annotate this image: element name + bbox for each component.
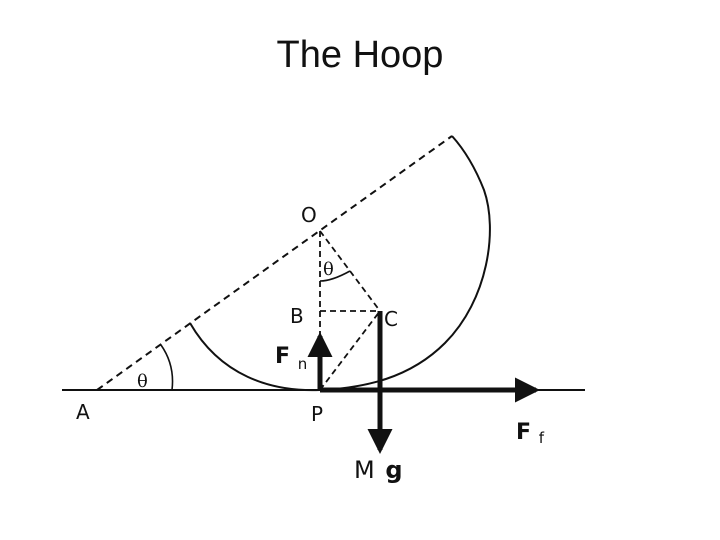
- label-a: A: [76, 400, 90, 424]
- label-normal-force: F n: [275, 344, 307, 373]
- theta-arc-top: [319, 270, 351, 282]
- label-friction-force-main: F: [516, 420, 531, 445]
- label-theta-top: θ: [323, 259, 334, 280]
- theta-arc-incline: [160, 344, 174, 391]
- slide-title: The Hoop: [276, 34, 444, 76]
- label-p: P: [311, 402, 323, 426]
- label-friction-force: F f: [516, 420, 545, 447]
- label-weight-mass: M: [354, 456, 375, 484]
- label-c: C: [384, 307, 398, 331]
- label-b: B: [290, 304, 304, 328]
- hoop-arc: [189, 135, 491, 392]
- label-friction-force-sub: f: [539, 429, 545, 447]
- label-theta-incline: θ: [137, 371, 148, 392]
- dashed-p-c-line: [319, 310, 381, 391]
- label-weight: M g: [354, 456, 403, 484]
- label-normal-force-main: F: [275, 344, 290, 369]
- label-o: O: [301, 203, 317, 227]
- incline-dashed-line: [96, 135, 453, 391]
- label-weight-g: g: [385, 456, 402, 484]
- label-normal-force-sub: n: [298, 355, 308, 373]
